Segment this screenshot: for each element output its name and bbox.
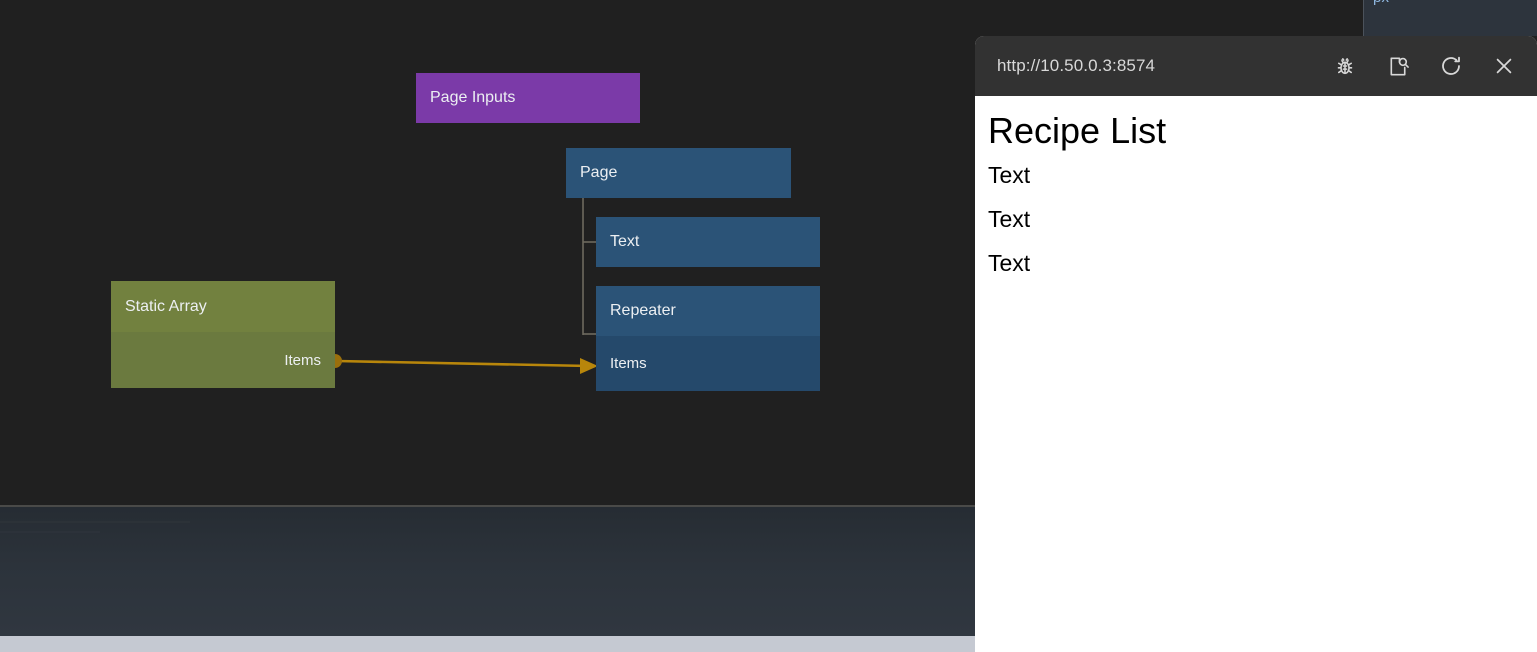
node-text[interactable]: Text	[596, 217, 820, 267]
page-inspect-icon[interactable]	[1381, 49, 1415, 83]
reload-icon[interactable]	[1434, 49, 1468, 83]
node-page-title: Page	[566, 148, 791, 198]
edge-static-array-items-to-repeater-items[interactable]	[337, 361, 590, 366]
node-page-inputs-title: Page Inputs	[416, 73, 640, 123]
list-item: Text	[988, 153, 1537, 197]
node-page-inputs[interactable]: Page Inputs	[416, 73, 640, 123]
preview-item-list: Text Text Text	[988, 153, 1537, 285]
px-unit-label: px	[1373, 0, 1389, 6]
node-static-array-title: Static Array	[111, 281, 335, 332]
browser-titlebar: http://10.50.0.3:8574	[975, 36, 1537, 96]
list-item: Text	[988, 241, 1537, 285]
node-static-array-output-items-label: Items	[284, 352, 321, 369]
bug-icon[interactable]	[1328, 49, 1362, 83]
node-static-array-output-items[interactable]: Items	[111, 332, 335, 388]
node-repeater-title: Repeater	[596, 286, 820, 336]
node-page[interactable]: Page	[566, 148, 791, 198]
close-icon[interactable]	[1487, 49, 1521, 83]
node-repeater-input-items[interactable]: Items	[596, 336, 820, 391]
node-text-title: Text	[596, 217, 820, 267]
browser-url-text[interactable]: http://10.50.0.3:8574	[997, 56, 1309, 76]
list-item: Text	[988, 197, 1537, 241]
browser-viewport: Recipe List Text Text Text	[975, 96, 1537, 652]
preview-heading: Recipe List	[988, 110, 1537, 151]
node-repeater[interactable]: Repeater Items	[596, 286, 820, 391]
node-repeater-input-items-label: Items	[610, 355, 647, 372]
px-fragment-panel: px	[1363, 0, 1537, 36]
node-static-array[interactable]: Static Array Items	[111, 281, 335, 388]
browser-preview-window[interactable]: http://10.50.0.3:8574	[975, 36, 1537, 652]
